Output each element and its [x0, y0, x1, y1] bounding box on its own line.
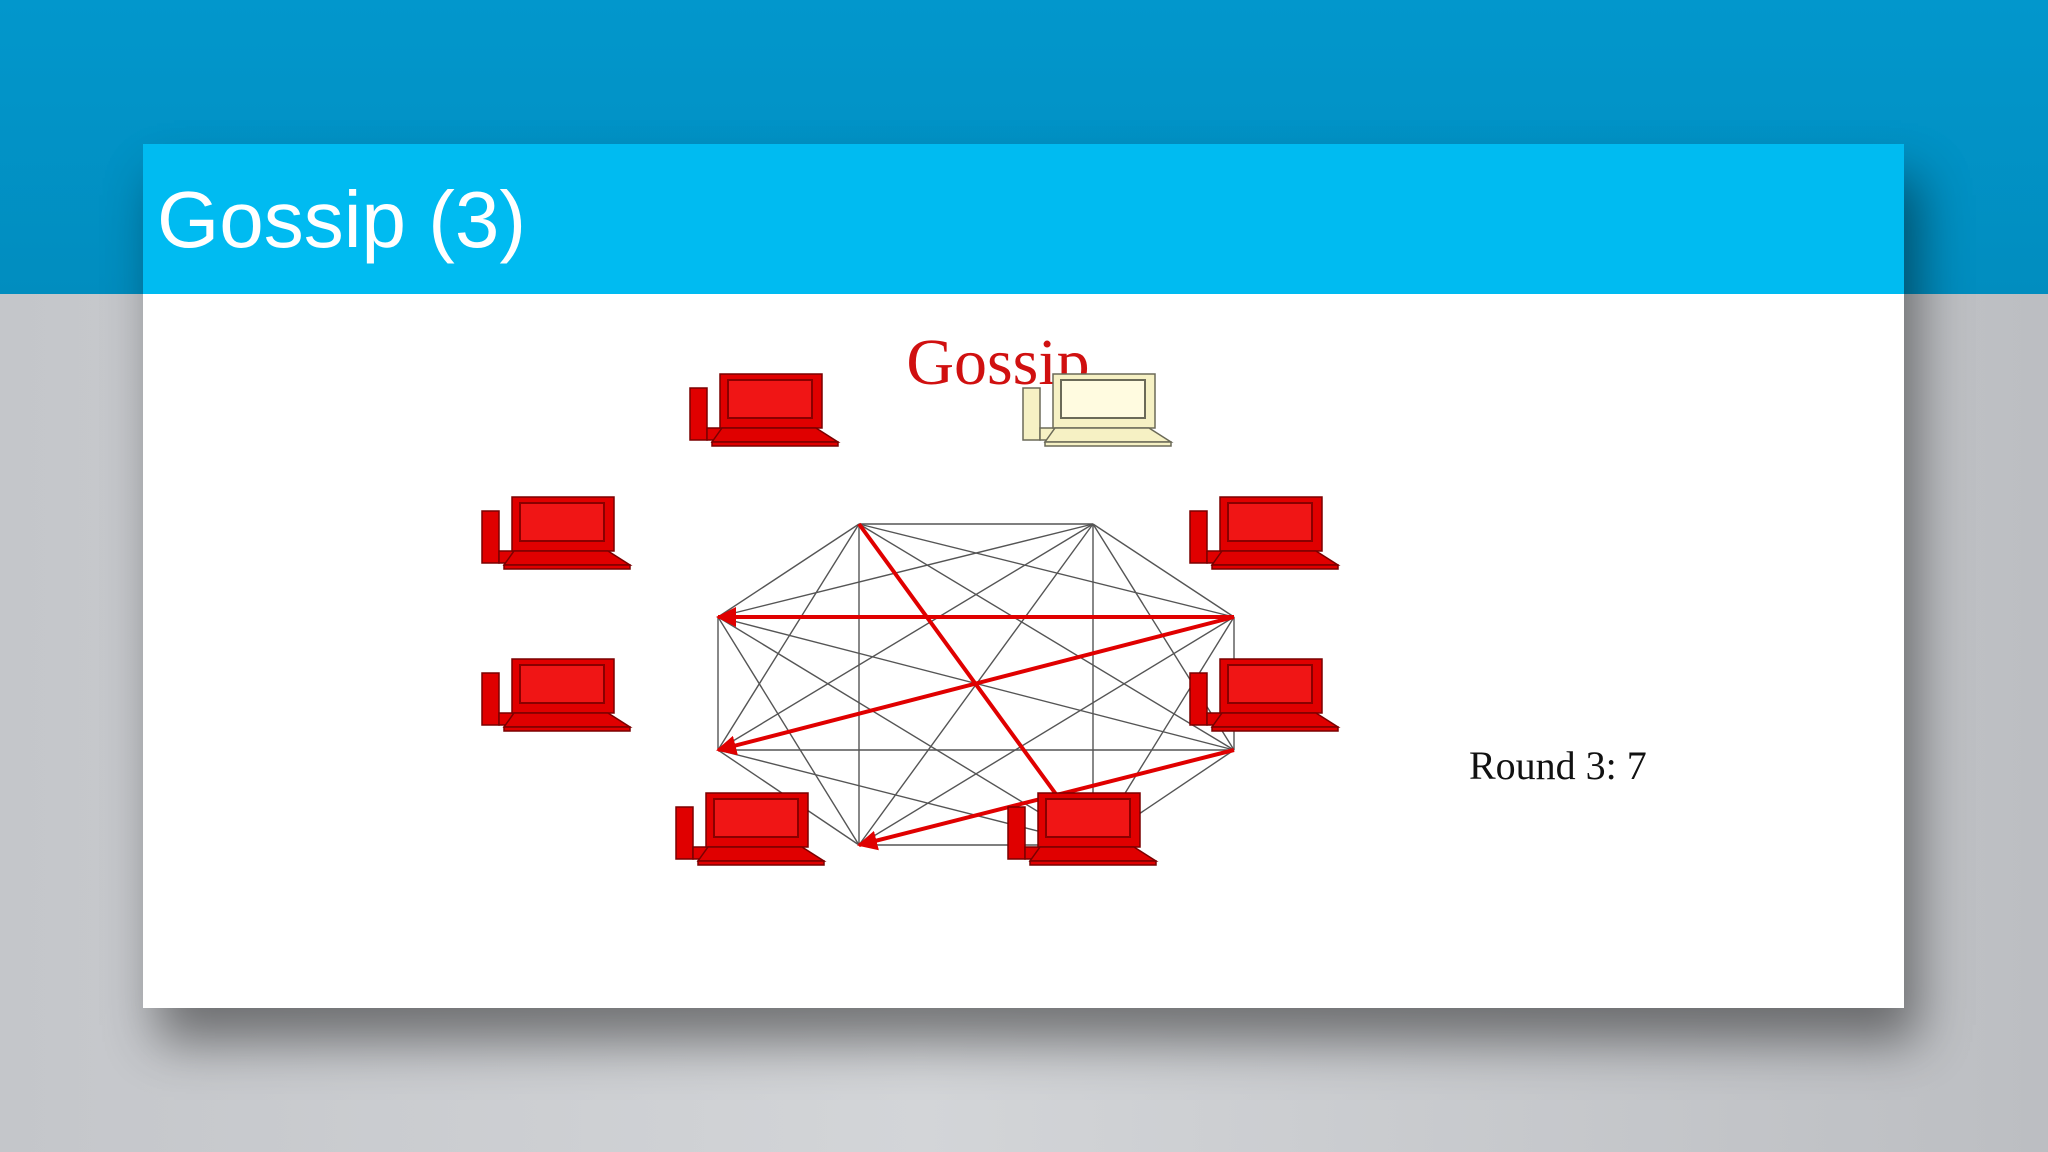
mesh-edge	[858, 523, 1235, 751]
computer-icon	[1022, 373, 1174, 447]
round-label: Round 3: 7	[1469, 743, 1647, 788]
computer-icon	[481, 496, 633, 570]
gossip-diagram: Gossip Round 3: 7	[143, 294, 1904, 1008]
mesh-edge	[1092, 523, 1235, 618]
slide: Gossip (3) Gossip Round 3: 7	[143, 144, 1904, 1008]
mesh-edge	[717, 523, 860, 751]
mesh-edge	[717, 523, 860, 618]
computer-icon	[1007, 792, 1159, 866]
computer-icon	[675, 792, 827, 866]
computer-icon	[1189, 658, 1341, 732]
mesh-edge	[858, 616, 1235, 846]
slide-title: Gossip (3)	[157, 175, 526, 264]
mesh-edge	[717, 523, 1094, 751]
computers	[481, 373, 1341, 866]
mesh-edge	[717, 749, 1094, 846]
gossip-arrow	[716, 615, 1235, 756]
computer-icon	[481, 658, 633, 732]
computer-icon	[689, 373, 841, 447]
mesh-edge	[717, 616, 1094, 846]
mesh-edge	[858, 523, 1235, 618]
computer-icon	[1189, 496, 1341, 570]
mesh-edge	[717, 523, 1094, 618]
title-bar: Gossip (3)	[143, 144, 1904, 294]
